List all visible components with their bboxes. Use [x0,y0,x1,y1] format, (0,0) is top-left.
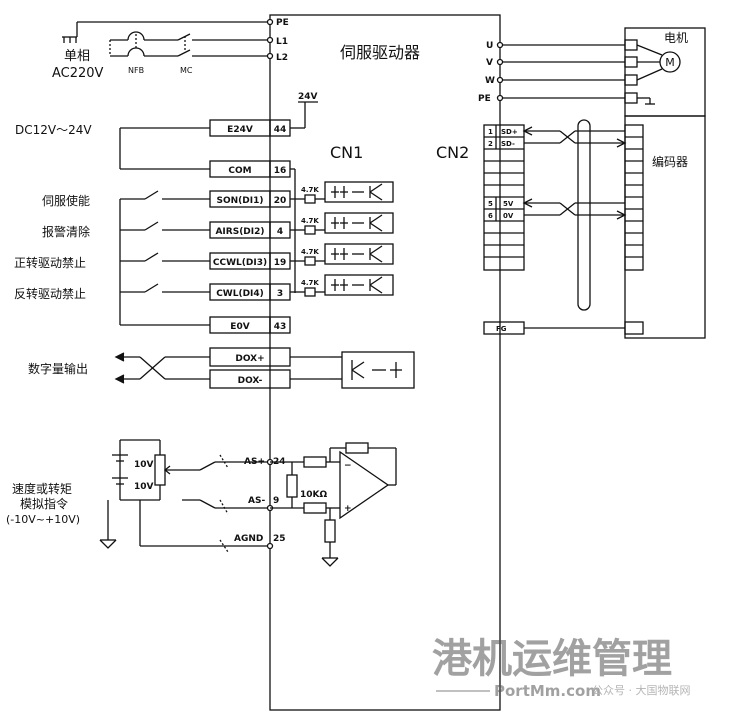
cn2-pin-num: 2 [488,140,493,148]
resistor-label: 4.7K [301,186,319,194]
analog-v-bottom: 10V [134,482,154,492]
cn1-pin-name: CWL(DI4) [216,289,264,299]
motor-symbol: M [665,56,675,69]
cn1-pin-name: CCWL(DI3) [213,258,267,268]
supply-label: DC12V～24V [15,123,92,137]
cn1-pin-num: 16 [274,166,287,176]
input-label-cwl: 反转驱动禁止 [14,286,86,301]
as-minus-num: 9 [273,496,279,506]
cn2-pin-name: SD+ [501,128,518,136]
cn1-pin-num: 43 [274,322,287,332]
as-minus-label: AS- [248,496,265,506]
cn1-pin-name: COM [228,166,251,176]
cn2-pin-name: SD- [501,140,515,148]
motor-phase-label: W [485,76,495,86]
optocoupler-di2 [290,212,394,235]
analog-label-line3: (-10V~+10V) [6,513,80,526]
cn1-pin-name: AIRS(DI2) [215,227,264,237]
input-label-ccwl: 正转驱动禁止 [14,255,86,270]
opamp-minus-sign: − [344,461,352,471]
cn2-pin-name: 5V [503,200,514,208]
op-amp [339,450,390,520]
watermark-sub2: 公众号 · 大国物联网 [592,683,691,697]
v24-label: 24V [298,92,318,102]
pe-terminal-label: PE [276,18,289,28]
cn1-pin-num: 3 [277,289,283,299]
agnd-label: AGND [234,534,263,544]
analog-label-line1: 速度或转矩 [12,481,72,496]
cn1-pin-name: DOX+ [235,354,264,364]
agnd-num: 25 [273,534,286,544]
cable-shield [577,119,591,311]
power-phase-label: 单相 [64,49,90,64]
cn1-pin-num: 19 [274,258,287,268]
cn1-pin-num: 44 [274,125,287,135]
encoder-title: 编码器 [652,154,688,169]
cn1-pin-name: SON(DI1) [217,196,264,206]
cn1-pin-name: E0V [230,322,249,332]
motor-phase-label: PE [478,94,491,104]
l2-terminal-label: L2 [276,53,288,63]
watermark-sub: PortMm.com [494,682,601,700]
motor-phase-label: V [486,58,493,68]
analog-v-top: 10V [134,460,154,470]
nfb-label: NFB [128,66,144,75]
opamp-resistor-label: 10KΩ [300,490,327,500]
cn1-pin-num: 4 [277,227,283,237]
watermark: 港机运维管理 PortMm.com 公众号 · 大国物联网 [432,636,691,700]
cn2-pin-name: 0V [503,212,514,220]
cn2-pin-num: 5 [488,200,493,208]
cn1-label: CN1 [330,143,363,162]
motor-phase-label: U [486,41,493,51]
resistor-label: 4.7K [301,248,319,256]
optocoupler-output [330,351,415,389]
input-label-airs: 报警清除 [42,224,90,239]
as-plus-label: AS+ [244,457,265,467]
cn1-pin-num: 20 [274,196,287,206]
cn1-pin-name: E24V [227,125,253,135]
motor-title: 电机 [664,31,688,45]
digital-output-label: 数字量输出 [28,361,88,376]
input-label-son: 伺服使能 [42,193,90,208]
cn2-pin-name: FG [496,325,507,333]
resistor-label: 4.7K [301,279,319,287]
cn2-pin-num: 6 [488,212,493,220]
optocoupler-di3 [290,243,394,266]
resistor-label: 4.7K [301,217,319,225]
as-plus-num: 24 [273,457,286,467]
servo-driver-box [269,14,501,711]
watermark-main: 港机运维管理 [432,636,672,682]
l1-terminal-label: L1 [276,37,288,47]
optocoupler-di1 [290,181,394,204]
cn2-pin-num: 1 [488,128,493,136]
optocoupler-di4 [290,274,394,297]
power-voltage-label: AC220V [52,66,104,81]
cn1-pin-name: DOX- [238,376,263,386]
driver-title: 伺服驱动器 [340,43,420,62]
opamp-plus-sign: + [344,504,352,514]
cn2-label: CN2 [436,143,469,162]
analog-label-line2: 模拟指令 [20,496,68,511]
mc-label: MC [180,66,193,75]
